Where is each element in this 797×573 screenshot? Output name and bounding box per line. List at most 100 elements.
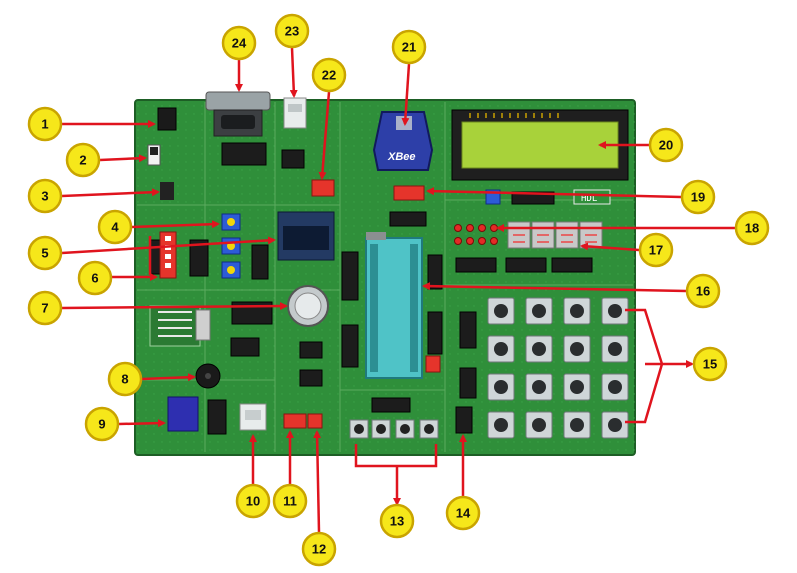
callout-number: 9 [98, 417, 105, 432]
callout-11: 11 [272, 483, 308, 519]
callout-number: 19 [691, 190, 705, 205]
callout-arrow-17 [580, 242, 640, 252]
keypad-key [525, 297, 553, 325]
power-header [160, 182, 174, 200]
callout-arrow-7 [61, 302, 288, 311]
callout-4: 4 [97, 209, 133, 245]
keypad-key [601, 335, 629, 363]
callout-number: 18 [745, 221, 759, 236]
callout-8: 8 [107, 361, 143, 397]
keypad-4x4 [487, 297, 629, 439]
callout-13: 13 [379, 503, 415, 539]
callout-number: 3 [41, 189, 48, 204]
callout-number: 2 [79, 153, 86, 168]
callout-14: 14 [445, 495, 481, 531]
callout-1: 1 [27, 106, 63, 142]
potentiometers [221, 213, 241, 279]
callout-arrow-19 [426, 187, 682, 199]
callout-24: 24 [221, 25, 257, 61]
callout-number: 1 [41, 117, 48, 132]
lcd-display [451, 109, 629, 181]
callout-7: 7 [27, 290, 63, 326]
callout-number: 7 [41, 301, 48, 316]
usb-connector [283, 97, 307, 129]
brand-text: HDL [581, 194, 597, 204]
dip-switch-19 [393, 185, 425, 201]
callout-number: 15 [703, 357, 717, 372]
callout-number: 14 [456, 506, 471, 521]
callout-arrow-4 [131, 220, 220, 229]
oled-display [277, 211, 335, 261]
callout-arrows [61, 47, 735, 533]
callout-23: 23 [274, 13, 310, 49]
callout-17: 17 [638, 232, 674, 268]
callout-20: 20 [648, 127, 684, 163]
callout-9: 9 [84, 406, 120, 442]
callout-arrow-5 [61, 236, 276, 255]
push-buttons-row [349, 419, 439, 439]
keypad-key [525, 335, 553, 363]
keypad-key [487, 335, 515, 363]
keypad-key [601, 411, 629, 439]
callout-number: 16 [696, 284, 710, 299]
callout-arrow-21 [401, 63, 411, 126]
callout-5: 5 [27, 235, 63, 271]
callout-15: 15 [692, 346, 728, 382]
callout-number: 10 [246, 494, 260, 509]
callout-arrow-3 [61, 188, 160, 198]
resistor-array [149, 305, 211, 347]
dip-switch-11-12 [283, 413, 323, 429]
xbee-label: XBee [387, 151, 416, 163]
keypad-key [601, 373, 629, 401]
callout-number: 22 [322, 68, 336, 83]
keypad-key [601, 297, 629, 325]
callout-arrow-23 [289, 47, 298, 98]
callout-arrow-8 [141, 373, 196, 382]
callout-arrow-13 [354, 444, 438, 504]
keypad-key [563, 373, 591, 401]
brand-label: HDL [573, 189, 611, 205]
xbee-module: XBee [372, 111, 434, 171]
callout-21: 21 [391, 29, 427, 65]
callout-10: 10 [235, 483, 271, 519]
keypad-key [525, 411, 553, 439]
callout-arrow-9 [118, 419, 166, 428]
callout-number: 12 [312, 542, 326, 557]
callout-6: 6 [77, 260, 113, 296]
power-jack [157, 107, 177, 131]
zif-socket [365, 232, 423, 379]
callout-arrow-6 [112, 236, 156, 277]
white-connector [239, 403, 267, 431]
callout-number: 23 [285, 24, 299, 39]
callout-arrow-22 [318, 91, 331, 180]
callout-number: 21 [402, 40, 416, 55]
keypad-key [487, 411, 515, 439]
keypad-key [525, 373, 553, 401]
callout-number: 13 [390, 514, 404, 529]
callout-22: 22 [311, 57, 347, 93]
callout-3: 3 [27, 178, 63, 214]
callout-number: 24 [232, 36, 247, 51]
db9-connector [205, 91, 271, 137]
rtc-battery [287, 285, 329, 327]
callout-18: 18 [734, 210, 770, 246]
relay-module [167, 396, 199, 432]
keypad-key [563, 297, 591, 325]
callout-arrow-12 [313, 430, 322, 533]
callout-number: 8 [121, 372, 128, 387]
buzzer [195, 363, 221, 389]
callout-number: 5 [41, 246, 48, 261]
dip-switch-22 [311, 179, 335, 197]
dip-switch-6 [159, 231, 177, 279]
callout-19: 19 [680, 179, 716, 215]
dip-switch-zif [425, 355, 441, 373]
callout-number: 4 [111, 220, 119, 235]
callout-2: 2 [65, 142, 101, 178]
callout-arrow-15 [625, 308, 692, 424]
callout-arrow-16 [422, 282, 687, 293]
keypad-key [487, 373, 515, 401]
callout-number: 17 [649, 243, 663, 258]
